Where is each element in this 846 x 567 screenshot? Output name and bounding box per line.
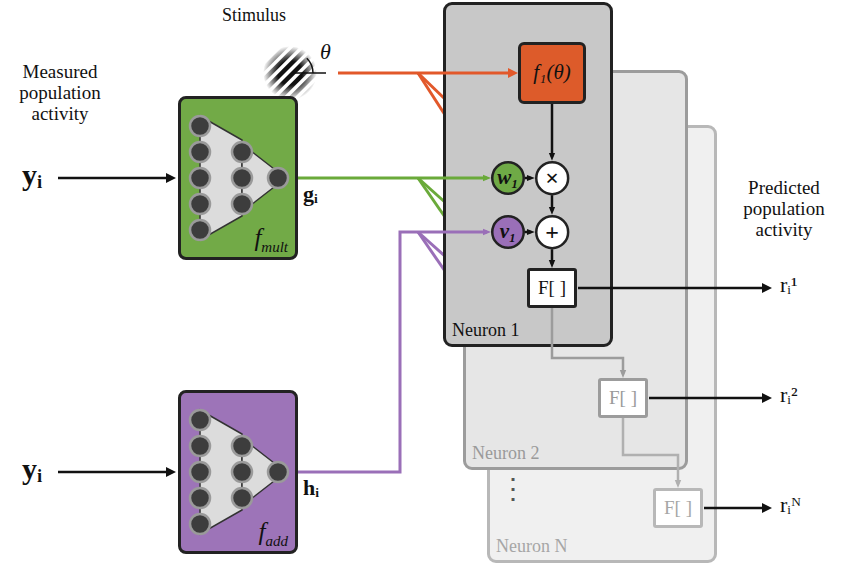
node-text: v₁ bbox=[500, 220, 517, 243]
connector-arrow bbox=[298, 177, 487, 180]
multiply-circle: × bbox=[535, 161, 569, 195]
stimulus-label: Stimulus bbox=[222, 6, 286, 26]
label-slot: θ bbox=[320, 40, 331, 64]
input-heading: Measured population activity bbox=[4, 62, 116, 125]
text-holder: F[ ] bbox=[656, 491, 700, 525]
input-variable: yᵢ bbox=[22, 158, 42, 191]
connector-arrow bbox=[623, 418, 678, 484]
node-text: × bbox=[545, 165, 559, 191]
text-holder: + bbox=[535, 215, 569, 249]
label-slot: rᵢᴺ bbox=[780, 493, 801, 517]
label-slot: rᵢ² bbox=[780, 383, 798, 407]
signal-label: hᵢ bbox=[303, 475, 319, 500]
connector-arrow bbox=[551, 249, 554, 264]
offset-weight-circle: v₁ bbox=[491, 215, 525, 249]
text-holder: Neuron 2 bbox=[472, 444, 539, 464]
edge-label-slot: gᵢ bbox=[303, 182, 318, 206]
ellipsis: ⋮ bbox=[499, 474, 527, 505]
node-subscript: add bbox=[266, 533, 289, 549]
text-holder: fadd bbox=[259, 518, 288, 549]
text-holder: F[ ] bbox=[530, 271, 574, 305]
node-text: F[ ] bbox=[664, 498, 692, 519]
node-text: F[ ] bbox=[609, 388, 637, 409]
mult-network-icon bbox=[190, 116, 288, 240]
connector-arrow bbox=[552, 308, 623, 374]
text-holder: Neuron N bbox=[496, 537, 567, 557]
circle-shape bbox=[536, 216, 568, 248]
label-slot: Predicted population activity bbox=[726, 178, 842, 241]
circle-shape bbox=[536, 162, 568, 194]
nonlinearity-box: F[ ] bbox=[653, 488, 703, 528]
output-variable: rᵢ² bbox=[780, 383, 798, 407]
input-arrow bbox=[58, 467, 176, 477]
node-text: Neuron 2 bbox=[472, 443, 539, 463]
node-text: w₁ bbox=[497, 166, 518, 189]
stimulus-line bbox=[338, 68, 518, 78]
connector-arrow bbox=[551, 104, 554, 157]
connector-arrow bbox=[525, 231, 531, 234]
label-slot: yᵢ bbox=[22, 158, 42, 191]
connector-arrow bbox=[551, 195, 554, 211]
text-holder: fmult bbox=[254, 224, 288, 255]
text-holder: v₁ bbox=[491, 215, 525, 249]
node-text: + bbox=[545, 219, 559, 245]
node-text: f bbox=[254, 224, 261, 251]
node-text: f bbox=[259, 518, 266, 545]
circle-shape bbox=[492, 216, 524, 248]
signal-label: gᵢ bbox=[303, 181, 318, 206]
node-text: F[ ] bbox=[538, 278, 566, 299]
text-holder: f₁(θ) bbox=[521, 45, 583, 101]
add-network-icon bbox=[190, 410, 288, 534]
tuning-curve-box: f₁(θ) bbox=[518, 42, 586, 104]
input-arrow bbox=[58, 173, 176, 183]
gain-weight-circle: w₁ bbox=[491, 161, 525, 195]
input-variable: yᵢ bbox=[22, 452, 42, 485]
output-variable: rᵢ¹ bbox=[780, 273, 798, 297]
add-circle: + bbox=[535, 215, 569, 249]
connector-arrow bbox=[298, 232, 487, 472]
connector-arrow bbox=[525, 177, 531, 180]
node-subscript: mult bbox=[261, 239, 288, 255]
node-text: f₁(θ) bbox=[533, 61, 570, 84]
label-slot: ⋮ bbox=[499, 474, 527, 505]
neuron-panel: Neuron 1 f₁(θ) w₁ × v₁ + F[ ] bbox=[443, 2, 613, 347]
text-holder: F[ ] bbox=[601, 381, 645, 415]
text-holder: w₁ bbox=[491, 161, 525, 195]
output-arrow bbox=[704, 503, 772, 513]
output-arrow bbox=[649, 393, 772, 403]
output-variable: rᵢᴺ bbox=[780, 493, 801, 517]
nonlinearity-box: F[ ] bbox=[527, 268, 577, 308]
grating-stimulus bbox=[241, 24, 336, 119]
node-text: Neuron N bbox=[496, 536, 567, 556]
label-slot: Measured population activity bbox=[4, 62, 116, 125]
angle-symbol: θ bbox=[320, 40, 331, 64]
node-text: Neuron 1 bbox=[452, 320, 519, 340]
label-slot: yᵢ bbox=[22, 452, 42, 485]
label-slot: Stimulus bbox=[222, 6, 286, 26]
nonlinearity-box: F[ ] bbox=[598, 378, 648, 418]
output-arrow bbox=[578, 283, 772, 293]
output-heading: Predicted population activity bbox=[726, 178, 842, 241]
text-holder: Neuron 1 bbox=[452, 321, 519, 341]
circle-shape bbox=[492, 162, 524, 194]
edge-label-slot: hᵢ bbox=[303, 476, 319, 500]
label-slot: rᵢ¹ bbox=[780, 273, 798, 297]
text-holder: × bbox=[535, 161, 569, 195]
